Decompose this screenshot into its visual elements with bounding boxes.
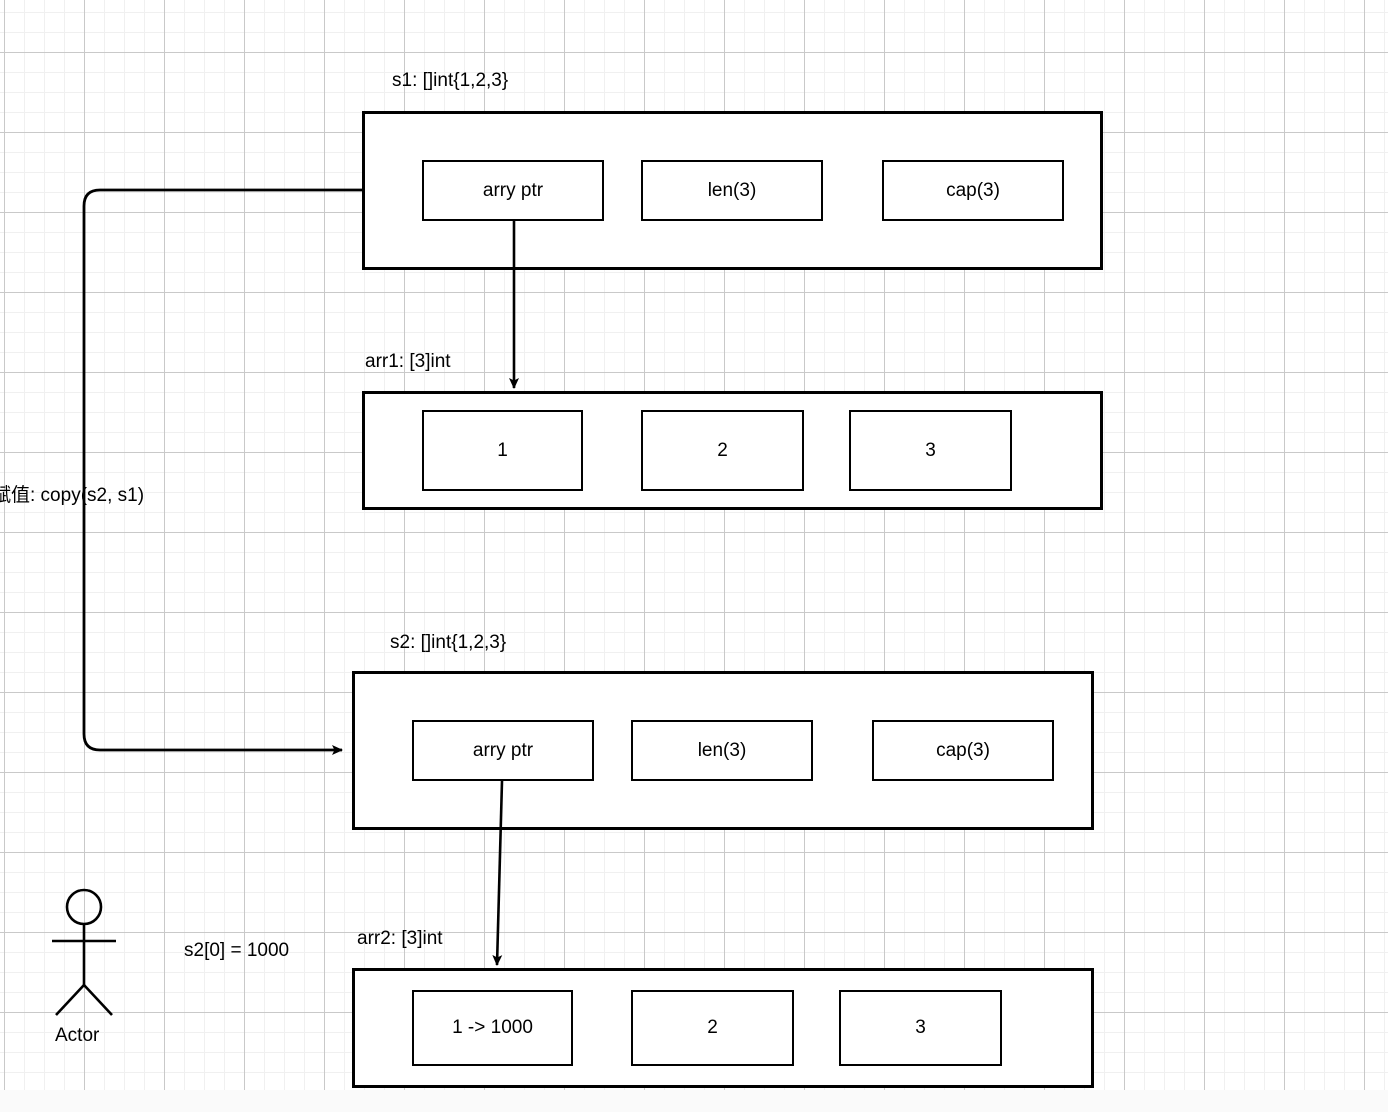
s2-title-label: s2: []int{1,2,3} [390, 632, 507, 653]
s2-array-ptr-cell: arry ptr [412, 720, 594, 781]
arr1-cell-2: 3 [849, 410, 1012, 491]
arr1-cell-1: 2 [641, 410, 804, 491]
actor-label: Actor [55, 1025, 100, 1046]
arr2-cell-1: 2 [631, 990, 794, 1066]
canvas-footer-strip [0, 1090, 1388, 1112]
arr1-title-label: arr1: [3]int [365, 351, 451, 372]
s2-cap-cell: cap(3) [872, 720, 1054, 781]
s1-len-cell: len(3) [641, 160, 823, 221]
s2-len-cell: len(3) [631, 720, 813, 781]
actor-left-leg [55, 984, 85, 1016]
s1-title-label: s1: []int{1,2,3} [392, 70, 509, 91]
s1-array-ptr-cell: arry ptr [422, 160, 604, 221]
actor-head-icon [65, 888, 103, 926]
arr1-cell-0: 1 [422, 410, 583, 491]
arr2-cell-0: 1 -> 1000 [412, 990, 573, 1066]
assign-edge-label: s2[0] = 1000 [184, 940, 290, 961]
actor-figure [52, 888, 116, 1016]
arr2-title-label: arr2: [3]int [357, 928, 443, 949]
arr2-cell-2: 3 [839, 990, 1002, 1066]
copy-edge-label: 赋值: copy(s2, s1) [0, 485, 145, 506]
copy-connector-arrow [82, 188, 362, 755]
actor-right-leg [83, 984, 113, 1016]
s1-cap-cell: cap(3) [882, 160, 1064, 221]
